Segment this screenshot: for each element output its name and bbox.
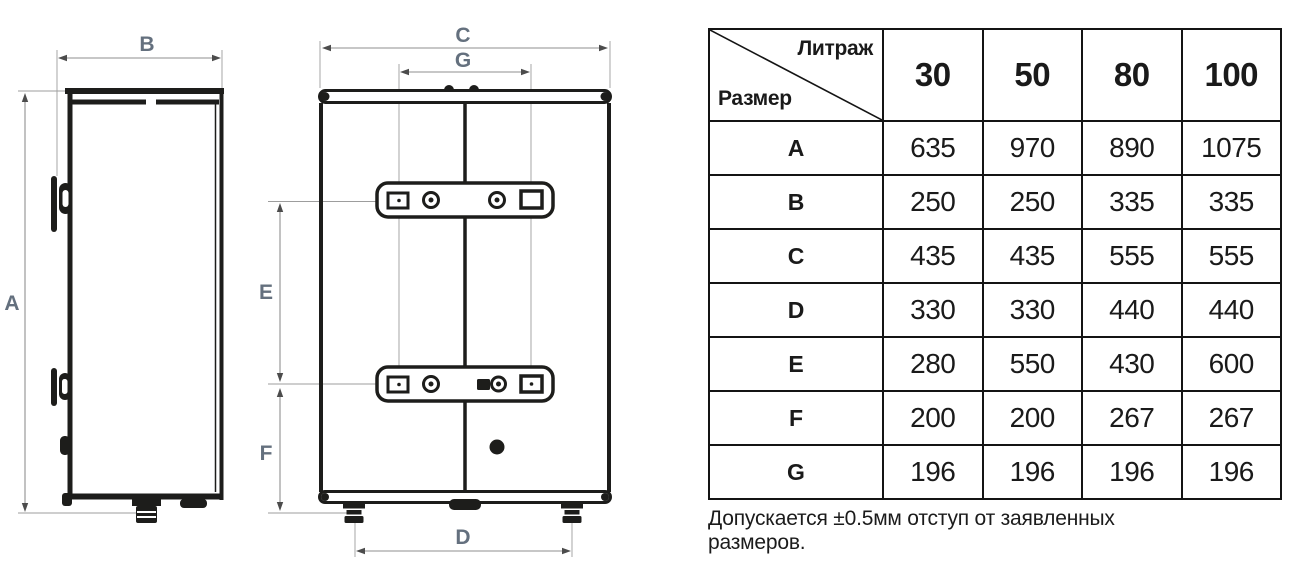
table-cell: 267	[1081, 390, 1183, 446]
table-cell: 440	[1180, 282, 1282, 338]
table-cell: 200	[882, 390, 984, 446]
table-cell: 635	[882, 120, 984, 176]
table-cell: 555	[1180, 228, 1282, 284]
tolerance-note-line: Допускается ±0.5мм отступ от заявленных	[708, 507, 1115, 530]
table-cell: 280	[882, 336, 984, 392]
dim-label-d: D	[455, 526, 470, 549]
table-cell: 435	[981, 228, 1083, 284]
dimensions-table: Литраж Размер 30 50 80 100 A 635 970 890…	[708, 28, 1282, 500]
table-row: C 435 435 555 555	[708, 228, 1282, 284]
dim-label-g: G	[455, 49, 471, 72]
dim-label-c: C	[455, 24, 470, 47]
table-row: D 330 330 440 440	[708, 282, 1282, 338]
table-row: E 280 550 430 600	[708, 336, 1282, 392]
dim-label-f: F	[260, 442, 273, 465]
table-row: B 250 250 335 335	[708, 174, 1282, 230]
table-cell: 267	[1180, 390, 1282, 446]
corner-label-liters: Литраж	[797, 37, 873, 60]
table-cell: 250	[882, 174, 984, 230]
table-row: G 196 196 196 196	[708, 444, 1282, 500]
row-label: B	[708, 174, 884, 230]
table-row: F 200 200 267 267	[708, 390, 1282, 446]
side-view-drawing: A B	[4, 33, 224, 523]
table-cell: 440	[1081, 282, 1183, 338]
column-header: 50	[981, 28, 1083, 122]
table-cell: 200	[981, 390, 1083, 446]
dim-label-e: E	[259, 281, 273, 304]
table-cell: 430	[1081, 336, 1183, 392]
row-label: G	[708, 444, 884, 500]
row-label: F	[708, 390, 884, 446]
row-label: A	[708, 120, 884, 176]
technical-drawing: A B	[4, 24, 612, 557]
table-cell: 890	[1081, 120, 1183, 176]
row-label: E	[708, 336, 884, 392]
dim-label-a: A	[4, 292, 19, 315]
front-view-drawing: C G E F D	[259, 24, 612, 557]
table-cell: 435	[882, 228, 984, 284]
table-cell: 250	[981, 174, 1083, 230]
table-cell: 600	[1180, 336, 1282, 392]
column-header: 100	[1180, 28, 1282, 122]
table-cell: 970	[981, 120, 1083, 176]
tolerance-note: Допускается ±0.5мм отступ от заявленных …	[708, 507, 1283, 555]
row-label: C	[708, 228, 884, 284]
column-header: 30	[882, 28, 984, 122]
table-corner-cell: Литраж Размер	[708, 28, 884, 122]
table-row: A 635 970 890 1075	[708, 120, 1282, 176]
table-cell: 196	[1180, 444, 1282, 500]
table-cell: 1075	[1180, 120, 1282, 176]
table-cell: 555	[1081, 228, 1183, 284]
table-cell: 335	[1180, 174, 1282, 230]
column-header: 80	[1081, 28, 1183, 122]
tolerance-note-line: размеров.	[708, 531, 806, 554]
table-cell: 335	[1081, 174, 1183, 230]
table-cell: 196	[981, 444, 1083, 500]
row-label: D	[708, 282, 884, 338]
table-cell: 196	[882, 444, 984, 500]
corner-label-size: Размер	[718, 87, 792, 110]
dim-label-b: B	[139, 33, 154, 56]
table-cell: 330	[981, 282, 1083, 338]
corner-diagonal-line	[710, 30, 882, 120]
table-cell: 550	[981, 336, 1083, 392]
table-cell: 330	[882, 282, 984, 338]
table-cell: 196	[1081, 444, 1183, 500]
